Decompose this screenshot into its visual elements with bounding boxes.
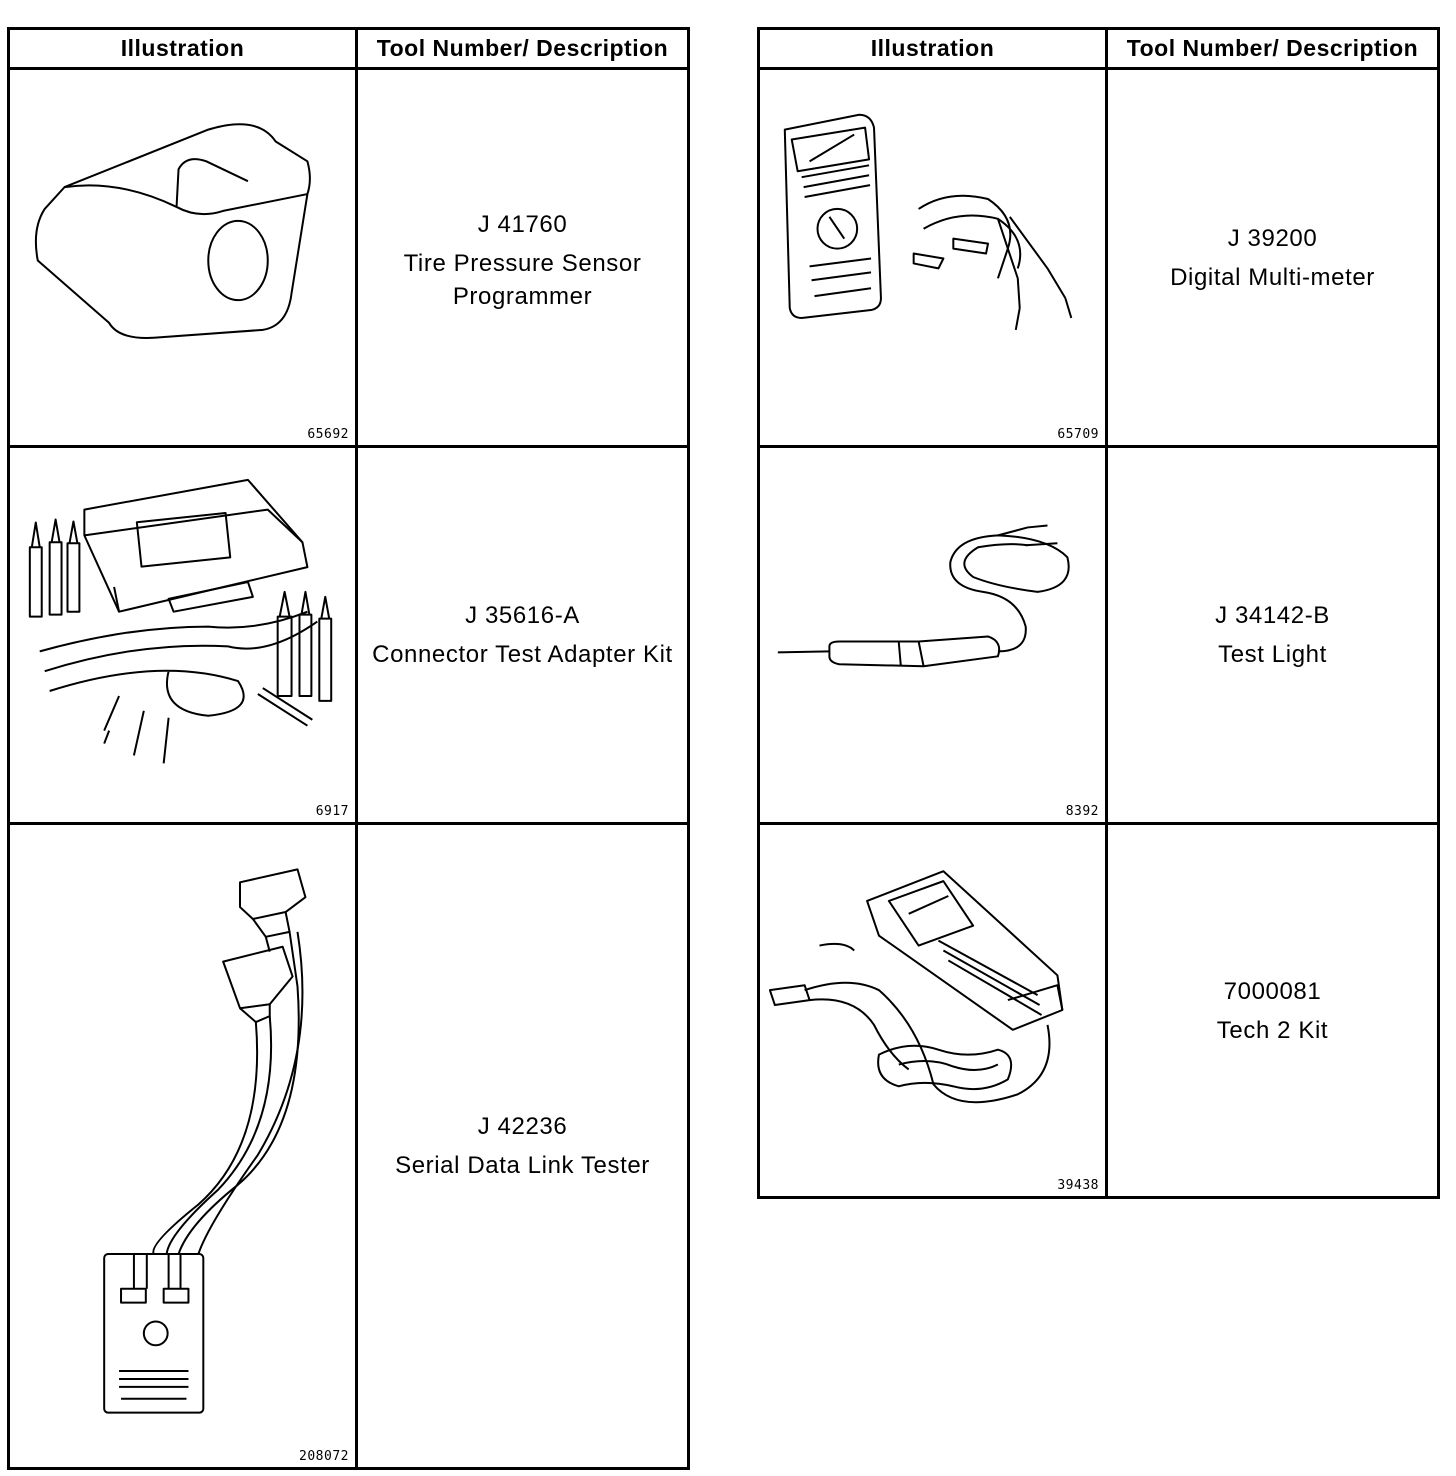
digital-multimeter-icon <box>760 70 1105 445</box>
tool-description-cell: J 41760 Tire Pressure Sensor Programmer <box>358 70 687 445</box>
table-row: 6917 J 35616-A Connector Test Adapter Ki… <box>10 448 687 825</box>
special-tools-table-right: Illustration Tool Number/ Description <box>757 27 1440 1199</box>
illustration-cell: 39438 <box>760 825 1108 1196</box>
figure-number: 39438 <box>1057 1178 1099 1193</box>
table-row: 65692 J 41760 Tire Pressure Sensor Progr… <box>10 70 687 448</box>
tool-description-line: Programmer <box>452 282 593 310</box>
tool-description-cell: 7000081 Tech 2 Kit <box>1108 825 1437 1196</box>
figure-number: 8392 <box>1065 804 1099 819</box>
tool-description-line: Digital Multi-meter <box>1170 263 1375 291</box>
figure-number: 65709 <box>1057 427 1099 442</box>
table-row: 65709 J 39200 Digital Multi-meter <box>760 70 1437 448</box>
tool-description-line: Tech 2 Kit <box>1216 1016 1329 1044</box>
tool-number: J 42236 <box>477 1113 568 1140</box>
tool-description-line: Test Light <box>1218 641 1327 668</box>
tech-2-kit-icon <box>760 825 1105 1196</box>
figure-number: 208072 <box>299 1449 349 1464</box>
table-row: 208072 J 42236 Serial Data Link Tester <box>10 825 687 1467</box>
special-tools-table-left: Illustration Tool Number/ Description 65… <box>7 27 690 1470</box>
table-header-row: Illustration Tool Number/ Description <box>760 30 1437 70</box>
column-header-tool-description: Tool Number/ Description <box>376 35 669 61</box>
table-header-row: Illustration Tool Number/ Description <box>10 30 687 70</box>
tool-description-cell: J 39200 Digital Multi-meter <box>1108 70 1437 445</box>
table-row: 8392 J 34142-B Test Light <box>760 448 1437 825</box>
test-light-icon <box>760 448 1105 822</box>
illustration-cell: 65692 <box>10 70 358 445</box>
column-header-illustration: Illustration <box>10 30 358 67</box>
tool-number: J 41760 <box>477 210 568 238</box>
tool-number: 7000081 <box>1223 977 1322 1005</box>
illustration-cell: 8392 <box>760 448 1108 822</box>
tool-description-cell: J 35616-A Connector Test Adapter Kit <box>358 448 687 822</box>
figure-number: 6917 <box>315 804 349 819</box>
tire-pressure-sensor-programmer-icon <box>10 70 355 445</box>
figure-number: 65692 <box>307 427 349 442</box>
illustration-cell: 208072 <box>10 825 358 1467</box>
tool-description-line: Connector Test Adapter Kit <box>372 641 673 668</box>
tool-number: J 35616-A <box>465 602 580 629</box>
illustration-cell: 65709 <box>760 70 1108 445</box>
tool-description-line: Serial Data Link Tester <box>395 1152 650 1179</box>
illustration-cell: 6917 <box>10 448 358 822</box>
serial-data-link-tester-icon <box>10 825 355 1467</box>
table-row: 39438 7000081 Tech 2 Kit <box>760 825 1437 1196</box>
tool-number: J 39200 <box>1227 224 1318 252</box>
tool-number: J 34142-B <box>1215 602 1330 629</box>
connector-test-adapter-kit-icon <box>10 448 355 822</box>
column-header-tool-description: Tool Number/ Description <box>1126 35 1419 61</box>
column-header-illustration: Illustration <box>760 30 1108 67</box>
tool-description-cell: J 34142-B Test Light <box>1108 448 1437 822</box>
tool-description-line: Tire Pressure Sensor <box>403 249 642 277</box>
tool-description-cell: J 42236 Serial Data Link Tester <box>358 825 687 1467</box>
